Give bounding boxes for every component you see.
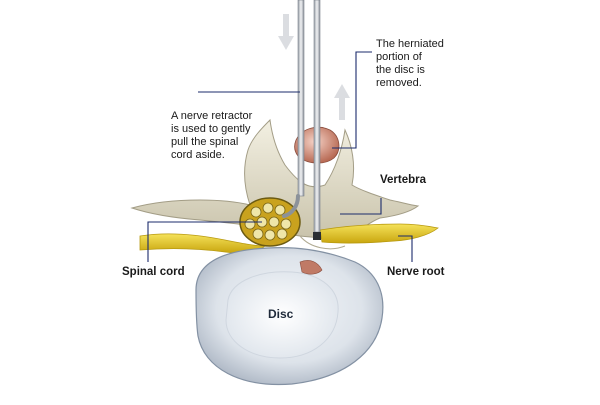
vertebra-label: Vertebra	[380, 174, 426, 187]
nerve-retractor-label: A nerve retractor is used to gently pull…	[171, 110, 252, 162]
leader-herniated	[332, 52, 372, 148]
grasping-instrument	[313, 0, 321, 240]
down-arrow-icon	[278, 14, 294, 50]
up-arrow-icon	[334, 84, 350, 120]
nerve-root-label: Nerve root	[387, 266, 445, 279]
disc-label: Disc	[268, 308, 293, 321]
herniated-portion-label: The herniated portion of the disc is rem…	[376, 38, 444, 90]
spinal-cord-label: Spinal cord	[122, 266, 185, 279]
